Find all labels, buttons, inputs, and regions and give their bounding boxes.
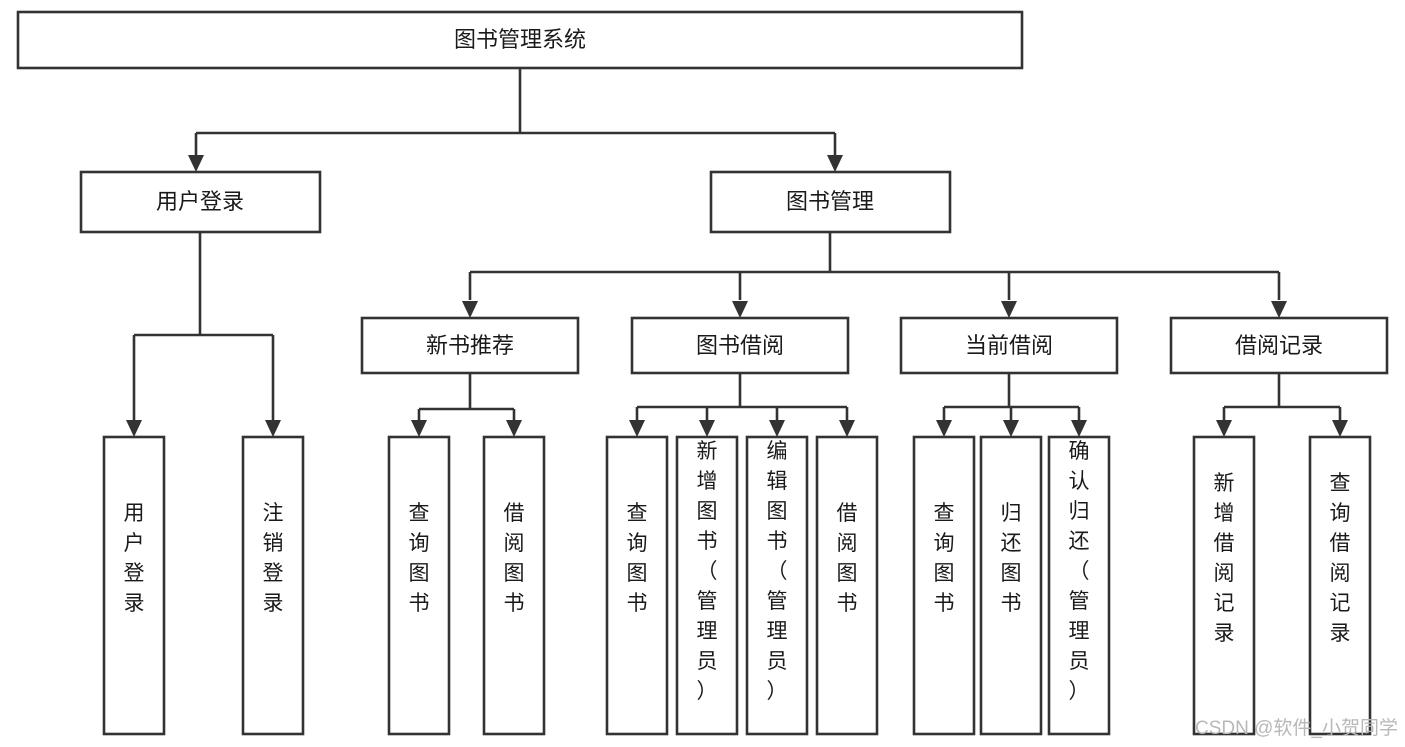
arrowhead-borrow-record (1271, 301, 1287, 318)
arrowhead-leaf-query-book-3 (936, 420, 952, 437)
node-book-manage[interactable]: 图书管理 (709, 170, 952, 234)
leaf-query-book-2-label: 查询图书 (627, 502, 648, 615)
leaf-borrow-book-2[interactable]: 借阅图书 (815, 435, 879, 736)
arrowhead-new-book-rec (462, 301, 478, 318)
arrowhead-leaf-logout (265, 420, 281, 437)
leaf-return-book-label: 归还图书 (1001, 502, 1022, 615)
connector-group-book-manage (462, 232, 1287, 318)
leaf-query-book-3-box[interactable] (912, 435, 976, 736)
node-root-box[interactable] (16, 10, 1024, 70)
leaf-add-record-box[interactable] (1192, 435, 1256, 736)
node-new-book-rec-box[interactable] (360, 316, 580, 375)
node-borrow-record[interactable]: 借阅记录 (1169, 316, 1389, 375)
arrowhead-book-manage (827, 155, 843, 172)
node-root-label: 图书管理系统 (454, 27, 586, 52)
connector-group-book-borrow (629, 373, 855, 437)
leaf-add-record-label: 新增借阅记录 (1214, 472, 1235, 645)
leaf-query-book-3[interactable]: 查询图书 (912, 435, 976, 736)
arrowhead-leaf-query-record (1332, 420, 1348, 437)
leaf-logout-box[interactable] (241, 435, 305, 736)
leaf-add-record[interactable]: 新增借阅记录 (1192, 435, 1256, 736)
leaf-add-book-box[interactable] (675, 435, 739, 736)
arrowhead-user-login (188, 155, 204, 172)
leaf-confirm-return-label: 确认归还（管理员） (1069, 440, 1090, 703)
leaf-user-login[interactable]: 用户登录 (102, 435, 166, 736)
connector-group-borrow-record (1216, 373, 1348, 437)
leaf-query-book-1-box[interactable] (387, 435, 451, 736)
arrowhead-leaf-borrow-book-1 (506, 420, 522, 437)
node-new-book-rec-label: 新书推荐 (426, 333, 514, 358)
leaf-borrow-book-2-box[interactable] (815, 435, 879, 736)
leaf-logout-label: 注销登录 (263, 502, 284, 615)
leaf-edit-book-box[interactable] (745, 435, 809, 736)
leaf-return-book-box[interactable] (979, 435, 1043, 736)
csdn-watermark: CSDN @软件_小贺同学 (1195, 717, 1398, 739)
leaf-query-book-3-label: 查询图书 (934, 502, 955, 615)
leaf-query-record[interactable]: 查询借阅记录 (1308, 435, 1372, 736)
arrowhead-leaf-add-book (699, 420, 715, 437)
arrowhead-leaf-edit-book (769, 420, 785, 437)
leaf-user-login-label: 用户登录 (124, 502, 145, 615)
leaf-query-record-box[interactable] (1308, 435, 1372, 736)
leaf-logout[interactable]: 注销登录 (241, 435, 305, 736)
arrowhead-leaf-query-book-1 (411, 420, 427, 437)
node-current-borrow-label: 当前借阅 (965, 333, 1053, 358)
node-current-borrow[interactable]: 当前借阅 (899, 316, 1119, 375)
leaf-query-book-1-label: 查询图书 (409, 502, 430, 615)
leaf-user-login-box[interactable] (102, 435, 166, 736)
leaf-add-book-label: 新增图书（管理员） (697, 440, 718, 703)
arrowhead-leaf-borrow-book-2 (839, 420, 855, 437)
leaf-edit-book-label: 编辑图书（管理员） (767, 440, 788, 703)
node-book-borrow-label: 图书借阅 (696, 333, 784, 358)
leaf-edit-book[interactable]: 编辑图书（管理员） (745, 435, 809, 736)
connector-group-user-login (126, 232, 281, 437)
node-book-manage-box[interactable] (709, 170, 952, 234)
leaf-borrow-book-1[interactable]: 借阅图书 (482, 435, 546, 736)
leaf-return-book[interactable]: 归还图书 (979, 435, 1043, 736)
arrowhead-leaf-return-book (1003, 420, 1019, 437)
arrowhead-current-borrow (1001, 301, 1017, 318)
leaf-query-book-2[interactable]: 查询图书 (605, 435, 669, 736)
node-root[interactable]: 图书管理系统 (16, 10, 1024, 70)
node-new-book-rec[interactable]: 新书推荐 (360, 316, 580, 375)
connector-group-root (188, 68, 843, 172)
leaf-confirm-return-box[interactable] (1047, 435, 1111, 736)
leaf-confirm-return[interactable]: 确认归还（管理员） (1047, 435, 1111, 736)
leaf-add-book[interactable]: 新增图书（管理员） (675, 435, 739, 736)
node-current-borrow-box[interactable] (899, 316, 1119, 375)
node-borrow-record-box[interactable] (1169, 316, 1389, 375)
leaf-borrow-book-2-label: 借阅图书 (837, 502, 858, 615)
leaf-query-book-1[interactable]: 查询图书 (387, 435, 451, 736)
node-user-login[interactable]: 用户登录 (79, 170, 322, 234)
arrowhead-leaf-user-login (126, 420, 142, 437)
node-user-login-box[interactable] (79, 170, 322, 234)
node-book-borrow[interactable]: 图书借阅 (630, 316, 850, 375)
leaf-borrow-book-1-label: 借阅图书 (504, 502, 525, 615)
leaf-borrow-book-1-box[interactable] (482, 435, 546, 736)
leaf-query-record-label: 查询借阅记录 (1330, 472, 1351, 645)
arrowhead-leaf-confirm-return (1071, 420, 1087, 437)
arrowhead-book-borrow (732, 301, 748, 318)
node-borrow-record-label: 借阅记录 (1235, 333, 1323, 358)
connector-group-current-borrow (936, 373, 1087, 437)
arrowhead-leaf-add-record (1216, 420, 1232, 437)
node-user-login-label: 用户登录 (156, 189, 244, 214)
arrowhead-leaf-query-book-2 (629, 420, 645, 437)
node-book-borrow-box[interactable] (630, 316, 850, 375)
node-book-manage-label: 图书管理 (786, 189, 874, 214)
leaf-query-book-2-box[interactable] (605, 435, 669, 736)
connector-group-new-book-rec (411, 373, 522, 437)
